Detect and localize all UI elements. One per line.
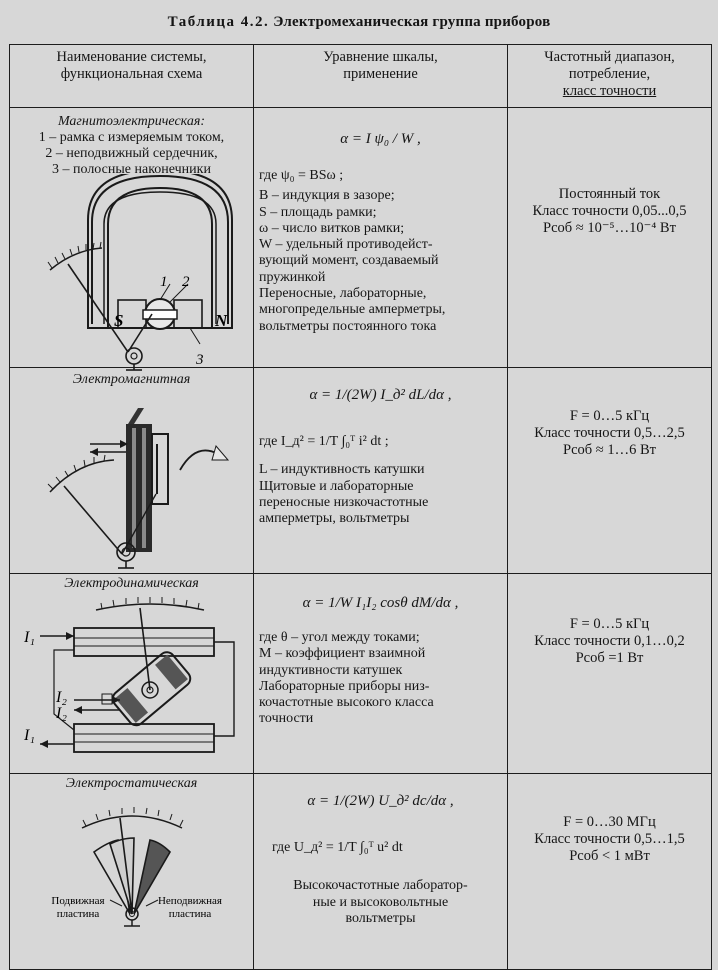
label-moving-plate-1: Подвижная [51,895,104,907]
legend-line: L – индуктивность катушки [259,462,425,478]
spec-line: Класс точности 0,05...0,5 [532,203,687,219]
legend-line: вующий момент, создаваемый [259,253,439,269]
sub-item: 3 – полосные наконечники [52,162,211,177]
header-equation: Уравнение шкалы, применение [253,44,508,108]
header-line: Наименование системы, [56,49,207,65]
electrodynamic-schematic: I₁ I₂ I₂ I₁ [23,597,235,753]
scale-equation: α = 1/(2W) U_д² dc/dα , [307,793,454,809]
legend-line: Лабораторные приборы низ- [259,678,430,694]
specs-cell-electrostatic: F = 0…30 МГц Класс точности 0,5…1,5 Pсоб… [507,773,712,970]
system-cell-electrodynamic: Электродинамическая [9,573,254,774]
label-i2-bottom: I₂ [55,705,67,722]
spec-line: F = 0…30 МГц [563,814,656,830]
sub-item: 1 – рамка с измеряемым током, [38,130,225,145]
instrument-table: Наименование системы, функциональная схе… [9,44,712,970]
legend-line: вольтметры постоянного тока [259,318,437,334]
where-clause: где U_д² = 1/T ∫₀ᵀ u² dt [272,840,403,855]
system-name: Электростатическая [65,776,198,791]
scale-equation: α = 1/W I₁I₂ cosθ dM/dα , [302,595,459,611]
spec-line: Pсоб ≈ 1…6 Вт [563,442,656,458]
equation-cell-electromagnetic: α = 1/(2W) I_д² dL/dα , где I_д² = 1/T ∫… [253,367,508,574]
legend-line: где θ – угол между токами; [259,630,420,645]
label-fixed-plate-2: пластина [169,908,212,920]
caption-title: Электромеханическая группа приборов [273,14,551,30]
label-fixed-plate-1: Неподвижная [158,895,222,907]
spec-line: F = 0…5 кГц [569,408,650,424]
table-row: Электромагнитная [9,367,712,574]
table-header-row: Наименование системы, функциональная схе… [9,44,712,108]
label-i1-bottom: I₁ [23,727,35,744]
spec-line: Класс точности 0,5…1,5 [534,831,685,847]
system-name: Магнитоэлектрическая: [57,114,206,129]
electromagnetic-schematic [47,408,230,569]
header-line: потребление, [568,66,651,82]
header-line: класс точности [562,83,657,99]
legend-line: Щитовые и лабораторные [259,478,414,494]
label-i2-top: I₂ [55,689,67,706]
legend-line: Высокочастотные лаборатор- [293,878,468,894]
specs-cell-magnetoelectric: Постоянный ток Класс точности 0,05...0,5… [507,107,712,368]
system-name: Электродинамическая [64,576,199,591]
table-row: Электростатическая [9,773,712,970]
label-3: 3 [195,352,204,368]
header-frequency: Частотный диапазон, потребление, класс т… [507,44,712,108]
legend-line: ω – число витков рамки; [259,220,405,236]
legend-line: Переносные, лабораторные, [259,286,427,302]
table-caption: Таблица 4.2. Электромеханическая группа … [0,14,718,31]
label-n: N [214,311,228,330]
legend-line: M – коэффициент взаимной [259,646,426,662]
header-line: Уравнение шкалы, [323,49,438,65]
system-cell-magnetoelectric: Магнитоэлектрическая: 1 – рамка с измеря… [9,107,254,371]
sub-item: 2 – неподвижный сердечник, [45,146,218,161]
legend-line: B – индукция в зазоре; [259,188,395,204]
magnetoelectric-schematic: S N 1 2 3 [47,174,233,371]
table-row: Магнитоэлектрическая: 1 – рамка с измеря… [9,107,712,371]
legend-line: вольтметры [345,910,416,926]
spec-line: Постоянный ток [558,186,661,202]
legend-line: кочастотные высокого класса [259,695,434,711]
system-cell-electromagnetic: Электромагнитная [9,367,254,574]
caption-label: Таблица 4.2. [167,14,270,30]
legend-line: пружинкой [259,269,326,285]
legend-line: ные и высоковольтные [312,894,449,910]
label-2: 2 [182,274,190,290]
spec-line: Pсоб =1 Вт [575,650,644,666]
specs-cell-electromagnetic: F = 0…5 кГц Класс точности 0,5…2,5 Pсоб … [507,367,712,574]
header-line: функциональная схема [60,66,203,82]
spec-line: Pсоб < 1 мВт [569,848,650,864]
label-moving-plate-2: пластина [57,908,100,920]
label-i1-top: I₁ [23,629,35,646]
legend-line: амперметры, вольтметры [259,511,410,527]
system-name: Электромагнитная [72,372,191,387]
electrostatic-schematic: Подвижная пластина Неподвижная пластина [51,807,222,927]
spec-line: Pсоб ≈ 10⁻⁵…10⁻⁴ Вт [543,220,676,236]
legend-line: переносные низкочастотные [259,494,429,510]
legend-line: S – площадь рамки; [259,204,377,220]
legend-line: многопредельные амперметры, [259,302,446,318]
header-system: Наименование системы, функциональная схе… [9,44,254,108]
table-row: Электродинамическая [9,573,712,774]
system-subs: 1 – рамка с измеряемым током, 2 – неподв… [10,130,253,178]
where-clause: где I_д² = 1/T ∫₀ᵀ i² dt ; [259,434,389,449]
spec-line: Класс точности 0,5…2,5 [534,425,685,441]
scale-equation: α = 1/(2W) I_д² dL/dα , [309,387,452,403]
system-cell-electrostatic: Электростатическая [9,773,254,970]
equation-cell-electrodynamic: α = 1/W I₁I₂ cosθ dM/dα , где θ – угол м… [253,573,508,774]
equation-cell-electrostatic: α = 1/(2W) U_д² dc/dα , где U_д² = 1/T ∫… [253,773,508,970]
label-s: S [114,311,123,330]
where-clause: где ψ₀ = BSω ; [259,168,344,183]
label-1: 1 [160,274,168,290]
specs-cell-electrodynamic: F = 0…5 кГц Класс точности 0,1…0,2 Pсоб … [507,573,712,774]
spec-line: F = 0…5 кГц [569,616,650,632]
legend-line: индуктивности катушек [259,662,403,678]
scale-equation: α = I ψ₀ / W , [340,131,421,147]
equation-cell-magnetoelectric: α = I ψ₀ / W , где ψ₀ = BSω ; B – индукц… [253,107,508,368]
header-line: Частотный диапазон, [544,49,675,65]
spec-line: Класс точности 0,1…0,2 [534,633,685,649]
legend-line: точности [259,711,314,727]
header-line: применение [343,66,418,82]
legend-line: W – удельный противодейст- [259,237,433,253]
